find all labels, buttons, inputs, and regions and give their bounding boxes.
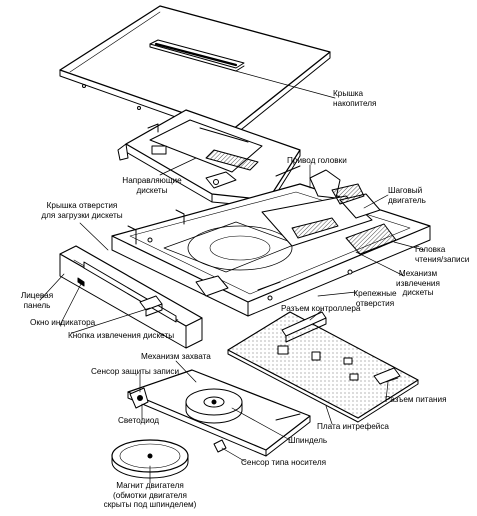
label-media-sensor: Сенсор типа носителя — [241, 458, 326, 468]
label-slot-cover-text: Крышка отверстия для загрузки дискеты — [41, 201, 123, 220]
label-eject-mech-text: Механизм извлечения дискеты — [396, 269, 440, 298]
label-led-text: Светодиод — [118, 416, 159, 425]
label-indicator-window: Окно индикатора — [30, 318, 95, 328]
label-clamp-mech-text: Механизм захвата — [141, 352, 211, 361]
label-controller-connector-text: Разъем контроллера — [281, 304, 361, 313]
label-wp-sensor: Сенсор защиты записи — [91, 367, 179, 377]
label-spindle: Шпиндель — [288, 436, 327, 446]
label-front-panel-text: Лицевая панель — [20, 291, 54, 310]
leader-lines — [39, 69, 425, 484]
label-mount-holes: Крепежные отверстия — [350, 289, 400, 308]
front-bezel — [59, 245, 203, 349]
label-head-drive: Привод головки — [287, 156, 347, 166]
label-clamp-mech: Механизм захвата — [141, 352, 211, 362]
label-indicator-window-text: Окно индикатора — [30, 318, 96, 327]
label-motor-magnet-text: Магнит двигателя (обмотки двигателя скры… — [103, 481, 197, 510]
label-stepper: Шаговый двигатель — [388, 186, 426, 205]
label-stepper-text: Шаговый двигатель — [388, 186, 426, 205]
motor-plate — [127, 369, 311, 457]
upper-frame — [117, 109, 301, 208]
label-front-panel: Лицевая панель — [14, 291, 60, 310]
drive-cover — [59, 5, 331, 138]
label-spindle-text: Шпиндель — [288, 436, 328, 445]
interface-board — [227, 311, 419, 423]
main-chassis — [111, 169, 431, 317]
label-wp-sensor-text: Сенсор защиты записи — [91, 367, 180, 376]
label-interface-board-text: Плата интрефейса — [317, 422, 389, 431]
label-rw-head-text: Головка чтения/записи — [415, 245, 470, 264]
label-eject-button-text: Кнопка извлечения дискеты — [68, 331, 175, 340]
label-mount-holes-text: Крепежные отверстия — [353, 289, 397, 308]
label-cover: Крышка накопителя — [333, 89, 376, 108]
label-motor-magnet: Магнит двигателя (обмотки двигателя скры… — [90, 481, 210, 510]
label-guides: Направляющие дискеты — [112, 176, 192, 195]
label-slot-cover: Крышка отверстия для загрузки дискеты — [26, 201, 138, 220]
label-rw-head: Головка чтения/записи — [415, 245, 469, 264]
label-cover-text: Крышка накопителя — [333, 89, 377, 108]
label-eject-button: Кнопка извлечения дискеты — [68, 331, 174, 341]
label-led: Светодиод — [118, 416, 159, 426]
label-power-connector-text: Разъем питания — [385, 395, 447, 404]
label-eject-mech: Механизм извлечения дискеты — [390, 269, 446, 298]
label-interface-board: Плата интрефейса — [317, 422, 389, 432]
label-power-connector: Разъем питания — [385, 395, 447, 405]
label-controller-connector: Разъем контроллера — [281, 304, 360, 314]
label-head-drive-text: Привод головки — [287, 156, 347, 165]
label-media-sensor-text: Сенсор типа носителя — [241, 458, 327, 467]
label-guides-text: Направляющие дискеты — [122, 176, 182, 195]
